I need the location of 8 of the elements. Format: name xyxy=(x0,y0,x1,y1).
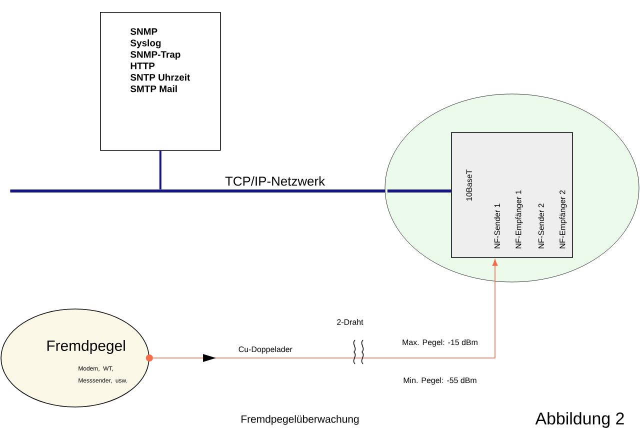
connector-line xyxy=(387,190,452,192)
network-bus: TCP/IP-Netzwerk xyxy=(10,176,388,192)
node-label: TCP/IP-Netzwerk xyxy=(225,176,326,186)
caption-text: Fremdpegelüberwachung xyxy=(242,415,359,425)
connector-line xyxy=(159,150,162,190)
wire-arrow xyxy=(146,259,498,362)
figure-number: Abbildung 2 xyxy=(535,412,624,428)
protocol-box: SNMP Syslog SNMP-Trap HTTP SNTP Uhrzeit SMTP Mail xyxy=(100,12,221,151)
